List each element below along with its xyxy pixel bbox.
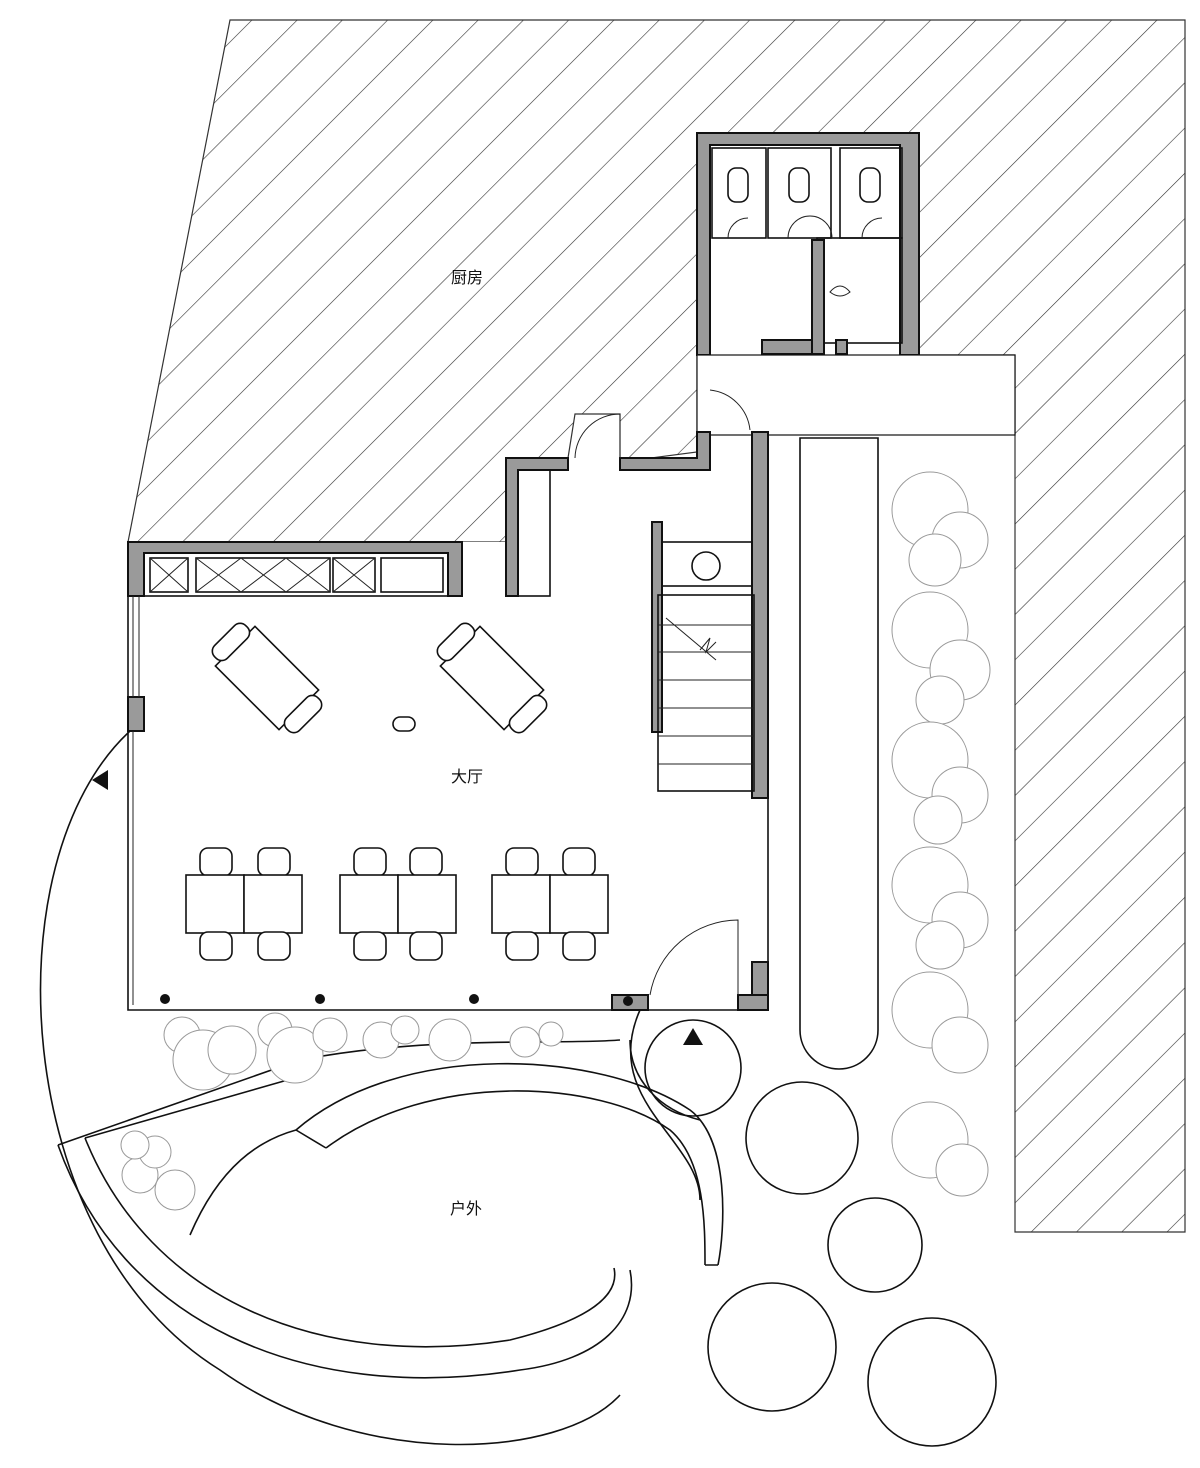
diagonal-table-2 [436, 622, 548, 734]
entrance-arrow-icon [92, 770, 108, 790]
shrubs-right [891, 471, 991, 1197]
diagonal-table-1 [211, 622, 323, 734]
storage-cabinets [149, 557, 444, 593]
main-entrance-arrow-icon [683, 1028, 703, 1045]
shrubs-front [120, 1012, 564, 1211]
staircase [651, 521, 755, 792]
outdoor-label: 户外 [450, 1199, 482, 1218]
outdoor-area [39, 730, 724, 1446]
garden-path [644, 437, 997, 1447]
toilet-fixtures [727, 167, 883, 297]
hall-label: 大厅 [451, 767, 483, 786]
restroom-block [696, 132, 920, 356]
kitchen-label: 厨房 [451, 268, 483, 287]
main-hall [127, 389, 769, 1011]
dining-tables [185, 847, 609, 961]
